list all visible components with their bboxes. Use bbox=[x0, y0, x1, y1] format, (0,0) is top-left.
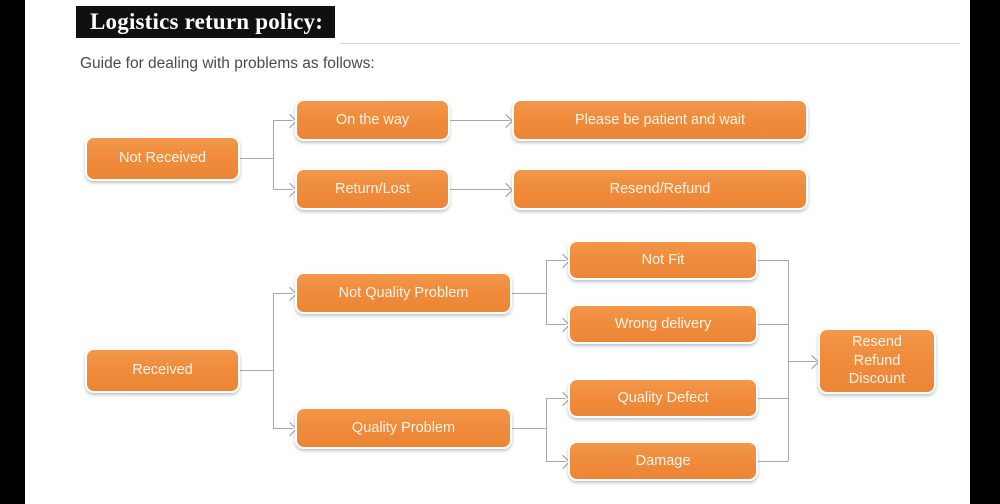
connector-to-damage bbox=[546, 461, 566, 462]
connector-received-stub bbox=[240, 370, 273, 371]
header-divider bbox=[340, 43, 960, 44]
connector-bus-to-final-outcome bbox=[788, 361, 816, 362]
right-black-bar bbox=[970, 0, 1000, 504]
connector-to-not-fit bbox=[546, 260, 566, 261]
page-title-plate: Logistics return policy: bbox=[76, 6, 336, 38]
connector-to-on-the-way bbox=[273, 120, 293, 121]
left-black-bar bbox=[0, 0, 25, 504]
connector-to-return-lost bbox=[273, 189, 293, 190]
node-resend-refund[interactable]: Resend/Refund bbox=[512, 168, 808, 210]
connector-qp-riser bbox=[546, 398, 547, 461]
connector-not-received-riser bbox=[273, 120, 274, 189]
connector-to-quality-defect bbox=[546, 398, 566, 399]
connector-received-riser bbox=[273, 293, 274, 428]
connector-damage-to-bus bbox=[758, 461, 788, 462]
node-not-fit[interactable]: Not Fit bbox=[568, 240, 758, 280]
connector-nqp-stub bbox=[512, 293, 546, 294]
connector-qp-stub bbox=[512, 428, 546, 429]
node-resend-refund-discount[interactable]: Resend Refund Discount bbox=[818, 328, 936, 394]
node-received[interactable]: Received bbox=[85, 348, 240, 393]
arrowhead-resend-refund bbox=[498, 182, 514, 198]
node-return-lost[interactable]: Return/Lost bbox=[295, 168, 450, 210]
node-damage[interactable]: Damage bbox=[568, 441, 758, 481]
node-quality-defect[interactable]: Quality Defect bbox=[568, 378, 758, 418]
node-on-the-way[interactable]: On the way bbox=[295, 99, 450, 141]
connector-wrong-delivery-to-bus bbox=[758, 324, 788, 325]
connector-quality-defect-to-bus bbox=[758, 398, 788, 399]
node-not-quality-problem[interactable]: Not Quality Problem bbox=[295, 272, 512, 314]
arrowhead-please-wait bbox=[498, 113, 514, 129]
arrowhead-final-outcome bbox=[804, 354, 820, 370]
node-please-be-patient-and-wait[interactable]: Please be patient and wait bbox=[512, 99, 808, 141]
node-wrong-delivery[interactable]: Wrong delivery bbox=[568, 304, 758, 344]
connector-to-wrong-delivery bbox=[546, 324, 566, 325]
connector-to-quality-problem bbox=[273, 428, 293, 429]
node-not-received[interactable]: Not Received bbox=[85, 136, 240, 181]
connector-to-not-quality-problem bbox=[273, 293, 293, 294]
connector-not-received-stub bbox=[240, 158, 273, 159]
connector-not-fit-to-bus bbox=[758, 260, 788, 261]
connector-return-lost-to-resend bbox=[450, 189, 510, 190]
connector-nqp-riser bbox=[546, 260, 547, 324]
connector-merge-bus bbox=[788, 260, 789, 461]
page-title: Logistics return policy: bbox=[90, 9, 324, 34]
connector-on-the-way-to-wait bbox=[450, 120, 510, 121]
page-subtitle: Guide for dealing with problems as follo… bbox=[80, 55, 375, 72]
node-quality-problem[interactable]: Quality Problem bbox=[295, 407, 512, 449]
